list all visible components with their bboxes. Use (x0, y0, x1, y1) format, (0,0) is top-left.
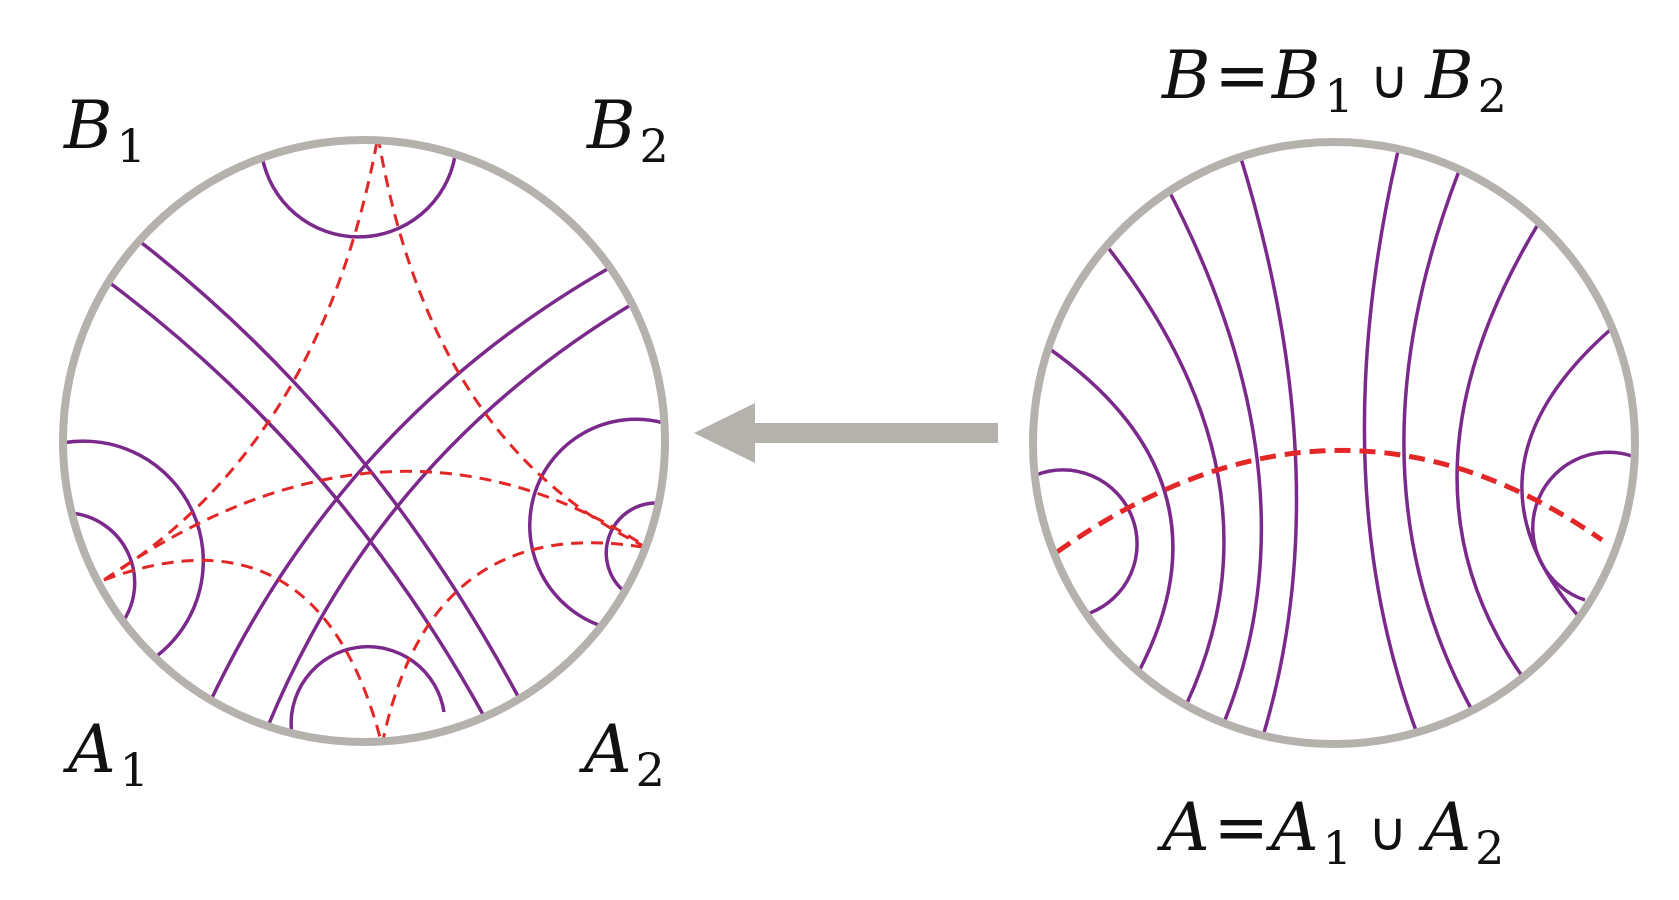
geodesic-r-right-2 (1402, 170, 1480, 722)
geodesic-diag-4 (266, 301, 635, 727)
left-disk-boundary (59, 136, 669, 746)
geodesic-r-right-3 (1455, 225, 1539, 678)
geodesic-r-left-1 (1035, 468, 1139, 615)
left-red-rt-surfaces (103, 140, 649, 742)
geodesic-right-outer-arc (528, 417, 665, 630)
right-red-rt-surface (1055, 448, 1604, 555)
label-b-union: B=B1∪B2 (1161, 37, 1507, 123)
right-disk-boundary (1029, 138, 1639, 748)
right-purple-geodesics (1035, 150, 1633, 737)
geodesic-r-left-3 (1104, 243, 1226, 704)
geodesic-r-left-2 (1043, 343, 1175, 674)
rt-left-to-top (103, 140, 380, 582)
geodesic-bottom-arc (289, 644, 446, 736)
left-purple-geodesics (63, 155, 665, 736)
geodesic-diag-3 (208, 265, 612, 703)
geodesic-r-right-5 (1531, 450, 1633, 602)
geodesic-top-arc (260, 155, 457, 239)
label-b1: B1 (63, 87, 146, 173)
arrow-shaft (748, 423, 998, 443)
geodesic-diag-2 (108, 281, 487, 719)
geodesic-r-left-5 (1238, 154, 1299, 737)
right-disk (1029, 138, 1639, 748)
geodesic-right-inner-arc (604, 501, 657, 594)
geodesic-diag-1 (136, 238, 522, 701)
rt-top-to-right (376, 140, 649, 550)
rt-right-arc (1055, 448, 1604, 555)
geodesic-r-right-4 (1520, 328, 1612, 639)
left-disk (59, 136, 669, 746)
label-a2: A2 (578, 711, 665, 797)
geodesic-r-right-1 (1362, 150, 1420, 737)
label-a1: A1 (62, 711, 149, 797)
rt-big-arc (103, 469, 649, 582)
geodesic-left-inner-arc (69, 511, 137, 625)
label-a-union: A=A1∪A2 (1156, 789, 1504, 875)
geodesic-r-left-4 (1165, 186, 1264, 721)
rt-bottom-to-right (380, 541, 649, 742)
arrow-right-to-left (694, 403, 998, 463)
geodesic-left-outer-arc (63, 439, 206, 657)
arrow-head (694, 403, 755, 463)
label-b2: B2 (586, 87, 669, 173)
rt-left-to-bottom (103, 558, 384, 742)
